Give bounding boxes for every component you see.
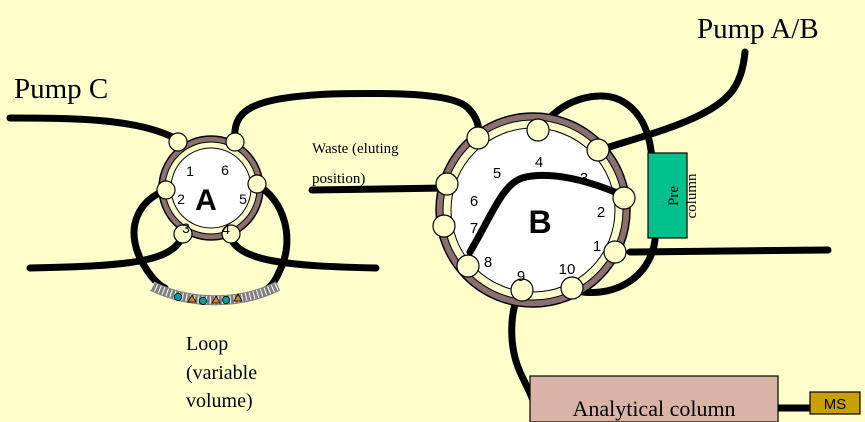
- valve-a-port-1: [168, 132, 188, 152]
- loop-bead: [187, 294, 197, 303]
- loop-label: Loop: [186, 333, 228, 355]
- waste-label-line2: position): [312, 171, 365, 187]
- valve-b-port-waste: [435, 172, 459, 196]
- analytical-column-body: [529, 375, 779, 422]
- valve-b-port-10: [560, 276, 584, 300]
- loop-bead: [221, 295, 230, 304]
- valve-a-port-number: 2: [177, 191, 185, 207]
- loop-bead: [173, 292, 182, 301]
- tube-a3-left: [26, 230, 187, 272]
- tube-pump-c: [6, 114, 182, 144]
- valve-b-port-number: 2: [597, 204, 605, 221]
- valve-a-port-3: [173, 224, 193, 244]
- loop-label-line3: volume): [186, 390, 253, 412]
- valve-b-port-number: 8: [484, 254, 492, 271]
- analytical-column: Analytical column: [529, 375, 779, 422]
- valve-b-port-2: [612, 186, 636, 210]
- valve-b-port-number: 7: [470, 220, 478, 237]
- valve-a-port-number: 6: [221, 162, 229, 178]
- ms-box: [809, 391, 861, 415]
- valve-b-port-4: [526, 118, 550, 142]
- valve-b-port-7: [432, 214, 456, 238]
- valve-b-port-1: [603, 240, 627, 264]
- pre-column-label: Pre: [666, 186, 682, 206]
- valve-b-port-number: 1: [593, 238, 601, 255]
- tube-a6-to-b6: [231, 89, 483, 146]
- valve-b-port-number: 10: [559, 261, 576, 278]
- valve-a-port-4: [221, 224, 241, 244]
- tube-a4-right: [226, 232, 380, 272]
- tubing: [6, 48, 832, 412]
- loop-coil-hatching: [150, 282, 280, 305]
- valve-a-port-number: 3: [182, 220, 190, 236]
- valve-a: A 1 6 2 5 3 4: [156, 132, 267, 244]
- valve-b-port-number: 4: [535, 154, 543, 171]
- valve-a-port-2: [156, 180, 176, 200]
- valve-b-port-number: 6: [470, 193, 478, 210]
- tube-b9-down: [508, 288, 536, 402]
- tube-waste: [308, 184, 449, 194]
- pump-c-label: Pump C: [14, 73, 108, 105]
- ms-label: MS: [824, 396, 847, 413]
- tube-b-top-loop: [536, 92, 656, 164]
- valve-b-port-number: 9: [517, 268, 525, 285]
- loop-bead: [211, 295, 221, 304]
- valve-b-port-number: 5: [493, 165, 501, 182]
- valve-b-port-9: [510, 278, 534, 302]
- valve-b: B 5 4 3 6 2 7 1 8 9 10: [432, 112, 636, 308]
- waste-label: Waste (eluting: [312, 141, 399, 157]
- analytical-column-label: Analytical column: [572, 396, 735, 421]
- valve-b-port-6: [466, 126, 490, 150]
- valve-a-port-5: [247, 174, 267, 194]
- pre-column-body: [647, 152, 688, 239]
- tube-b1-right: [626, 246, 832, 256]
- valve-b-label: B: [528, 204, 551, 240]
- mass-spectrometer: MS: [809, 391, 861, 415]
- valve-b-port-8: [456, 254, 480, 278]
- valve-a-port-number: 1: [186, 163, 194, 179]
- pre-column-label: column: [684, 173, 700, 218]
- pre-column: Pre column: [647, 152, 700, 239]
- sample-loop: [149, 281, 281, 306]
- valve-b-port-3: [586, 138, 610, 162]
- valve-b-port-number: 3: [580, 170, 588, 187]
- loop-label-line2: (variable: [186, 362, 257, 384]
- loop-bead: [198, 296, 207, 305]
- valve-b-internal-channel: [466, 172, 626, 256]
- valve-a-port-number: 5: [239, 191, 247, 207]
- valve-a-port-6: [225, 132, 245, 152]
- pump-ab-label: Pump A/B: [697, 13, 819, 45]
- valve-a-port-number: 4: [222, 221, 230, 237]
- valve-a-label: A: [195, 184, 217, 217]
- tube-pump-ab: [596, 48, 749, 154]
- loop-bead: [233, 293, 243, 302]
